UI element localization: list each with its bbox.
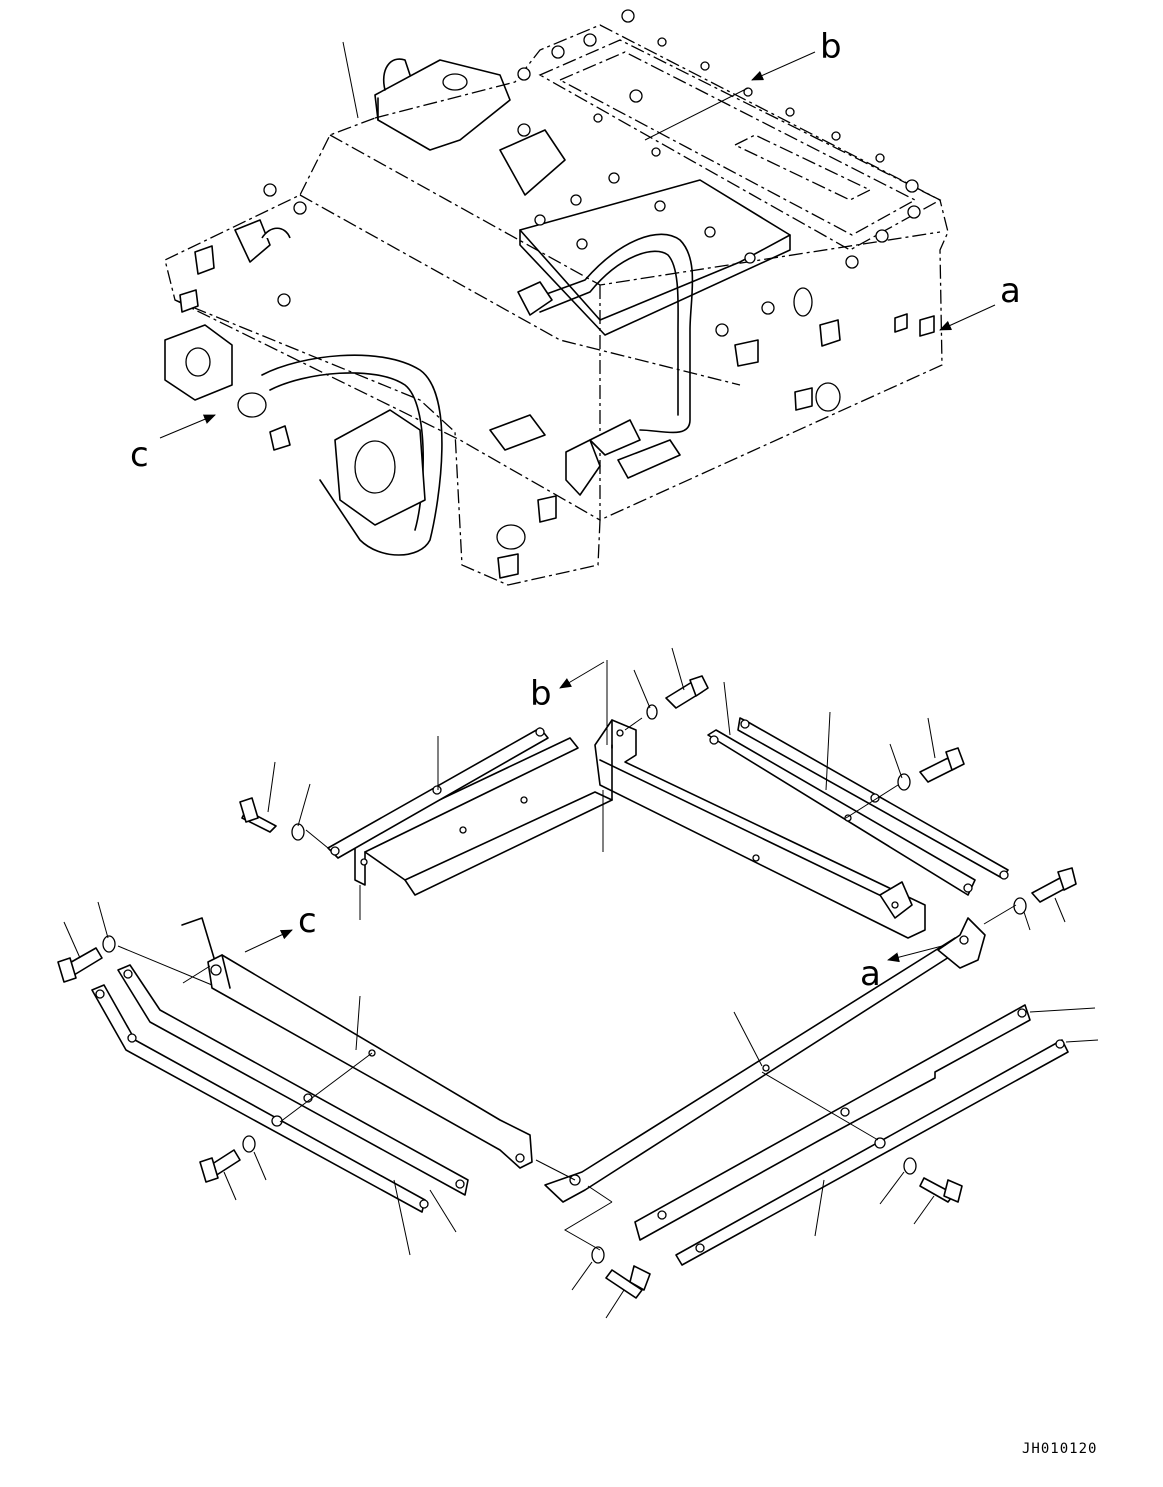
label-a-upper: a <box>939 271 1021 331</box>
breather-cap <box>374 59 511 151</box>
drawing-code: JH010120 <box>1022 1441 1097 1457</box>
cover-bolts <box>263 9 921 337</box>
housing-assembly <box>164 9 949 586</box>
label-a-lower: a <box>860 944 947 994</box>
label-b-upper: b <box>751 27 842 81</box>
housing-outline <box>164 24 949 586</box>
label-b-bottom: b <box>530 674 552 714</box>
label-c-lower: c <box>244 901 317 953</box>
front-left-strap <box>117 964 469 1196</box>
label-a-top: a <box>1000 271 1021 311</box>
fasteners <box>57 675 1077 1299</box>
side-tube <box>261 354 443 556</box>
top-cover <box>538 39 942 251</box>
label-a-bottom: a <box>860 954 881 994</box>
label-b-top: b <box>820 27 842 67</box>
leader-lines <box>63 647 1099 1319</box>
rear-crossmember <box>594 719 926 939</box>
label-c-top: c <box>130 435 149 475</box>
hydraulic-tube <box>529 233 694 434</box>
front-right-strap <box>634 1004 1031 1241</box>
front-left-crossmember <box>207 954 533 1169</box>
label-b-lower: b <box>530 661 605 714</box>
bracket-frame <box>91 717 1069 1266</box>
label-c-bottom: c <box>298 901 317 941</box>
label-c-upper: c <box>130 414 216 475</box>
